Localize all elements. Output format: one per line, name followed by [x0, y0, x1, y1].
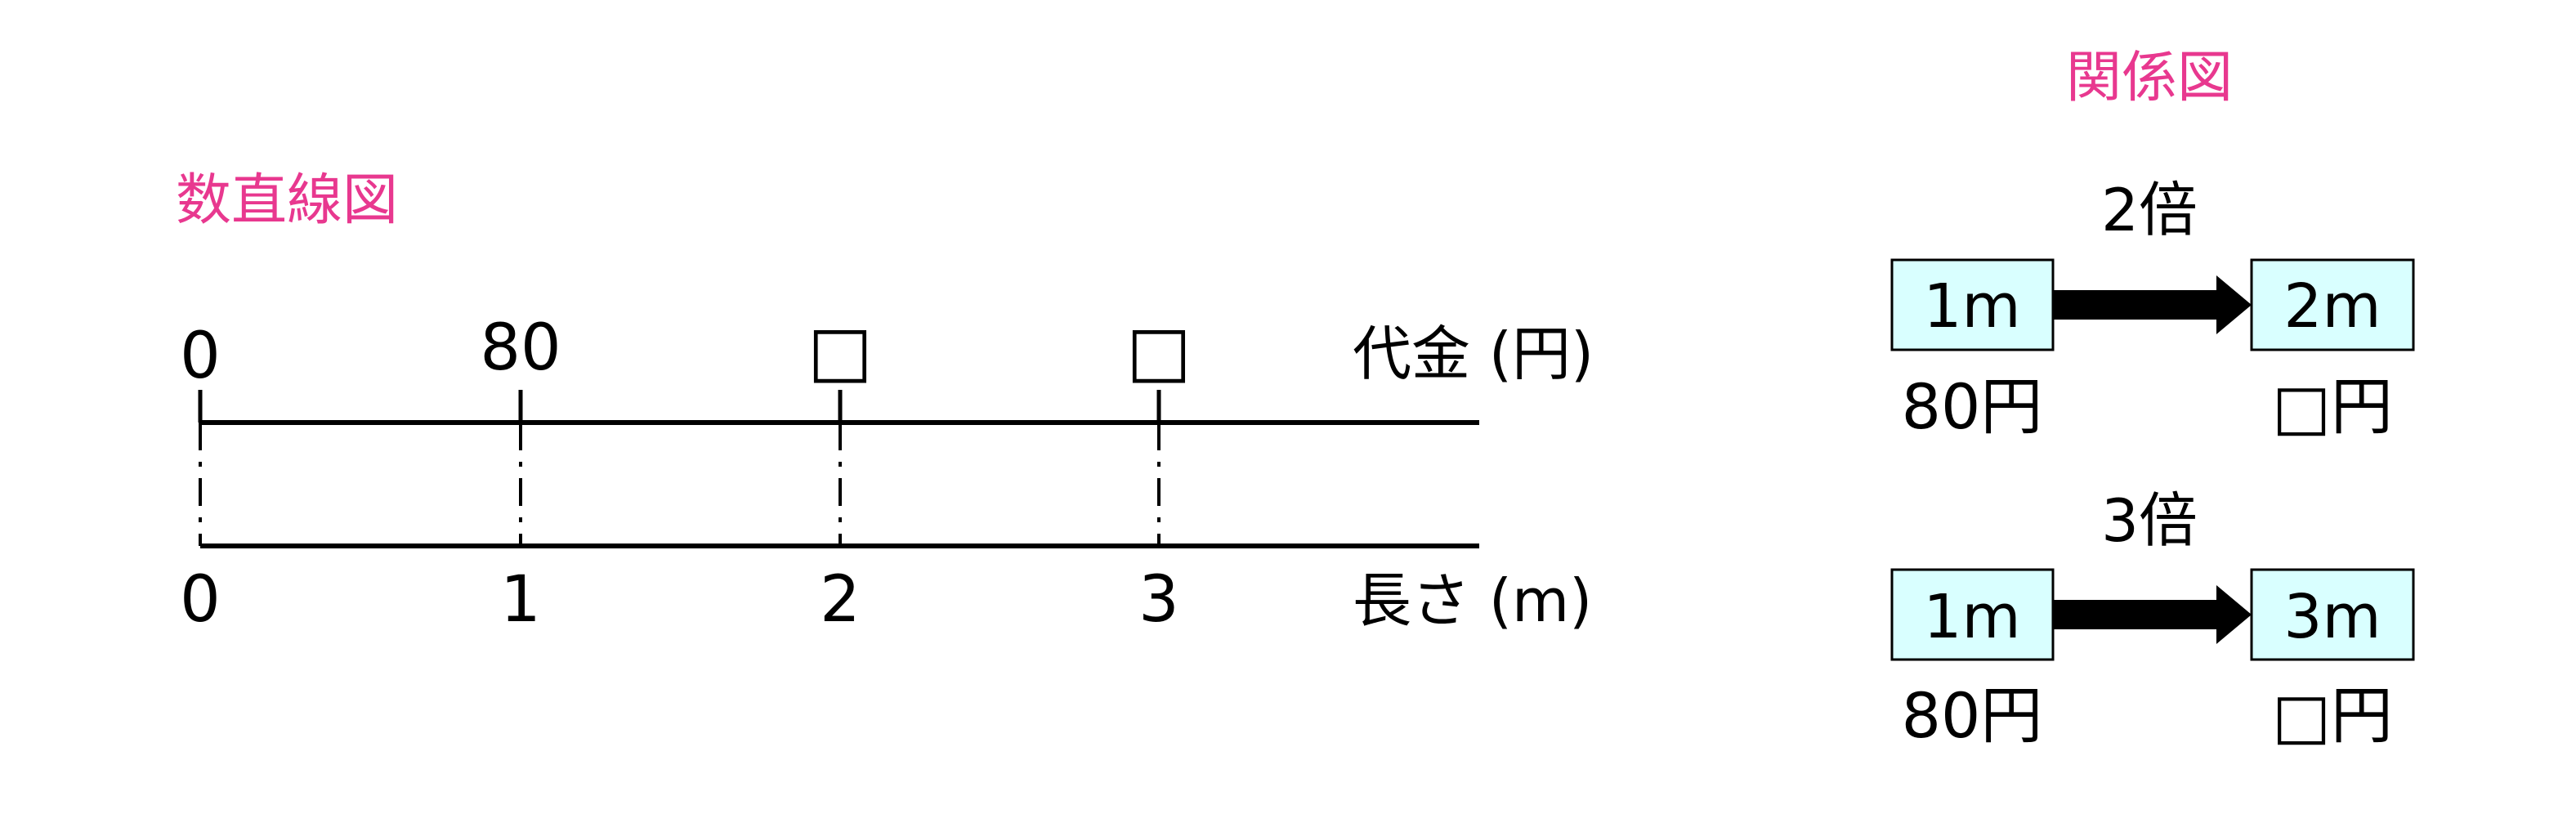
relation-title: 関係図 [2066, 46, 2233, 110]
price-label-0: 0 [180, 320, 221, 393]
to-price-1: □円 [2272, 370, 2393, 443]
number-line-title: 数直線図 [176, 168, 398, 233]
price-label-3: □ [1126, 311, 1191, 391]
arrow-2-shaft [2053, 600, 2223, 629]
price-unit-label: 代金 (円) [1353, 320, 1594, 388]
to-box-1 [2250, 258, 2415, 351]
multiplier-label-2: 3倍 [2101, 486, 2198, 555]
length-unit-label: 長さ (m) [1353, 566, 1592, 635]
length-label-2: 2 [820, 563, 861, 637]
arrow-1-shaft [2053, 290, 2223, 320]
from-price-2: 80円 [1902, 679, 2043, 752]
price-label-2: □ [807, 311, 872, 391]
from-price-1: 80円 [1902, 370, 2043, 443]
to-price-2: □円 [2272, 679, 2393, 752]
to-box-1-label: 2m [2283, 271, 2381, 342]
length-label-1: 1 [500, 563, 541, 637]
arrow-2-head [2216, 585, 2252, 644]
arrow-1-head [2216, 275, 2252, 334]
price-label-1: 80 [480, 311, 561, 385]
from-box-2-label: 1m [1923, 582, 2020, 652]
from-box-1 [1890, 258, 2055, 351]
from-box-2 [1890, 568, 2055, 661]
length-label-3: 3 [1138, 563, 1179, 637]
to-box-2 [2250, 568, 2415, 661]
length-label-0: 0 [180, 563, 221, 637]
from-box-1-label: 1m [1923, 271, 2020, 342]
to-box-2-label: 3m [2283, 582, 2381, 652]
multiplier-label-1: 2倍 [2101, 176, 2198, 244]
